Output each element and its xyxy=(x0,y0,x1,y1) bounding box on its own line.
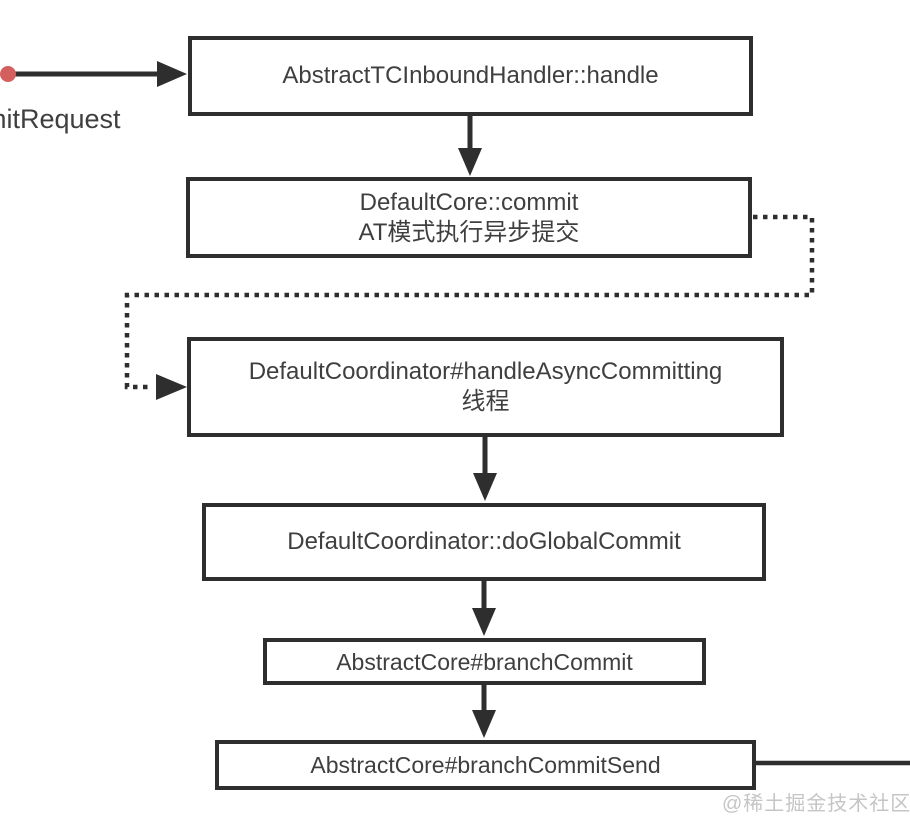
arrow-doglobal-to-branch-head xyxy=(472,608,496,636)
request-origin-dot xyxy=(0,66,16,82)
arrow-async-to-doglobal-head xyxy=(473,473,497,501)
node-label-line: DefaultCoordinator::doGlobalCommit xyxy=(287,528,681,555)
node-abstract-tc-inbound-handler: AbstractTCInboundHandler::handle xyxy=(188,36,753,116)
request-label: mitRequest xyxy=(0,104,121,134)
node-label-line: AbstractCore#branchCommit xyxy=(336,648,633,675)
async-dotted-arrowhead xyxy=(156,374,187,400)
node-label-line: AbstractTCInboundHandler::handle xyxy=(282,62,659,89)
watermark: @稀土掘金技术社区 xyxy=(722,793,910,815)
node-label-line: AT模式执行异步提交 xyxy=(358,218,580,246)
node-branch-commit-send: AbstractCore#branchCommitSend xyxy=(215,740,756,790)
arrow-branch-to-send-head xyxy=(472,710,496,738)
node-handle-async-committing: DefaultCoordinator#handleAsyncCommitting… xyxy=(187,337,784,437)
request-arrowhead xyxy=(157,61,187,87)
node-branch-commit: AbstractCore#branchCommit xyxy=(263,638,706,685)
node-label-line: DefaultCore::commit xyxy=(359,188,579,216)
node-default-core-commit: DefaultCore::commit AT模式执行异步提交 xyxy=(186,177,752,258)
node-label-line: DefaultCoordinator#handleAsyncCommitting xyxy=(248,358,723,385)
node-do-global-commit: DefaultCoordinator::doGlobalCommit xyxy=(202,503,766,581)
node-label-line: AbstractCore#branchCommitSend xyxy=(310,752,661,778)
arrow-handle-to-commit-head xyxy=(458,148,482,176)
node-label-line: 线程 xyxy=(461,388,510,415)
